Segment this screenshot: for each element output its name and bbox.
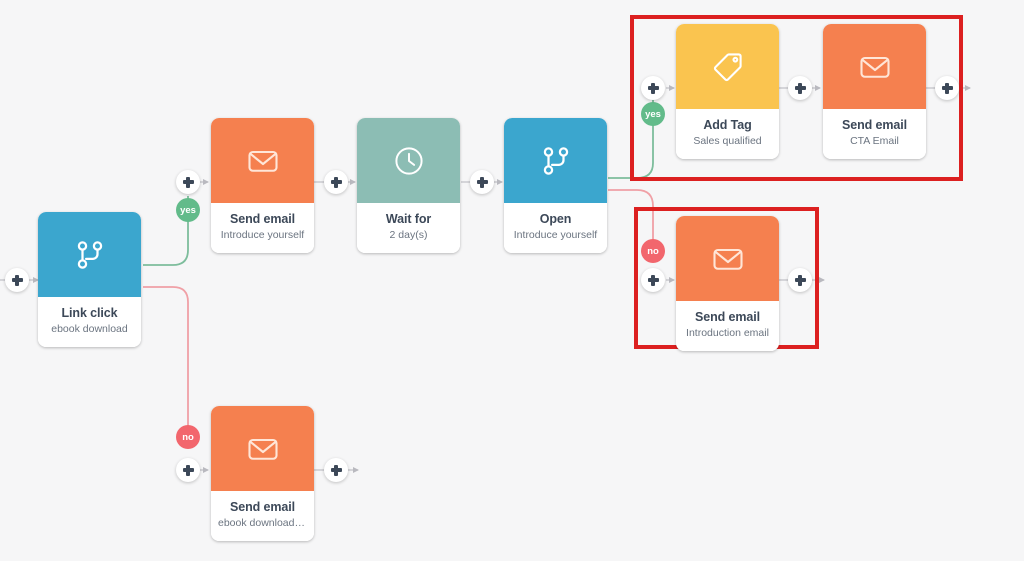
node-title: Send email [230,212,295,226]
add-button-after-add-tag[interactable] [788,76,812,100]
add-button-after-send-email-cta[interactable] [935,76,959,100]
branch-badge-label: yes [180,204,196,216]
node-open[interactable]: Open Introduce yourself [504,118,607,254]
envelope-icon [245,143,281,179]
branch-badge-label: no [182,431,194,443]
add-button-before-link-click[interactable] [5,268,29,292]
node-body: Send email CTA Email [823,109,926,160]
node-title: Send email [695,310,760,324]
add-button-after-send-email-introduction[interactable] [788,268,812,292]
envelope-icon [710,241,746,277]
node-title: Send email [842,118,907,132]
node-subtitle: Introduce yourself [220,229,305,242]
branch-badge-link-click-no[interactable]: no [176,425,200,449]
node-body: Link click ebook download [38,297,141,348]
node-send-email-introduce[interactable]: Send email Introduce yourself [211,118,314,254]
branch-badge-open-no[interactable]: no [641,239,665,263]
node-title: Link click [61,306,118,320]
node-link-click[interactable]: Link click ebook download [38,212,141,348]
add-button-after-send-email-reminder[interactable] [324,458,348,482]
add-button-after-wait-for[interactable] [470,170,494,194]
node-header [676,216,779,301]
node-header [38,212,141,297]
add-button-link-click-yes[interactable] [176,170,200,194]
clock-icon [391,143,427,179]
node-subtitle: 2 day(s) [389,229,428,242]
branch-badge-label: yes [645,108,661,120]
node-body: Add Tag Sales qualified [676,109,779,160]
node-subtitle: Introduce yourself [513,229,598,242]
node-subtitle: Introduction email [686,327,769,340]
node-subtitle: CTA Email [850,135,899,148]
node-title: Wait for [385,212,432,226]
add-button-open-yes[interactable] [641,76,665,100]
node-body: Send email Introduction email [676,301,779,352]
node-add-tag[interactable]: Add Tag Sales qualified [676,24,779,160]
branch-badge-link-click-yes[interactable]: yes [176,198,200,222]
envelope-icon [245,431,281,467]
tag-icon [710,49,746,85]
branch-icon [72,237,108,273]
branch-badge-label: no [647,245,659,257]
node-body: Open Introduce yourself [504,203,607,254]
node-wait-for[interactable]: Wait for 2 day(s) [357,118,460,254]
add-button-open-no[interactable] [641,268,665,292]
branch-icon [538,143,574,179]
node-subtitle: ebook download [51,323,128,336]
add-button-link-click-no[interactable] [176,458,200,482]
node-header [357,118,460,203]
node-header [676,24,779,109]
branch-badge-open-yes[interactable]: yes [641,102,665,126]
node-send-email-reminder[interactable]: Send email ebook download remin... [211,406,314,542]
node-header [823,24,926,109]
node-title: Open [539,212,572,226]
node-send-email-introduction[interactable]: Send email Introduction email [676,216,779,352]
node-body: Wait for 2 day(s) [357,203,460,254]
node-header [504,118,607,203]
add-button-after-send-email-introduce[interactable] [324,170,348,194]
node-header [211,118,314,203]
node-body: Send email ebook download remin... [211,491,314,542]
node-title: Add Tag [703,118,752,132]
node-subtitle: ebook download remin... [218,517,310,530]
envelope-icon [857,49,893,85]
node-header [211,406,314,491]
node-body: Send email Introduce yourself [211,203,314,254]
node-title: Send email [230,500,295,514]
node-send-email-cta[interactable]: Send email CTA Email [823,24,926,160]
node-subtitle: Sales qualified [693,135,762,148]
